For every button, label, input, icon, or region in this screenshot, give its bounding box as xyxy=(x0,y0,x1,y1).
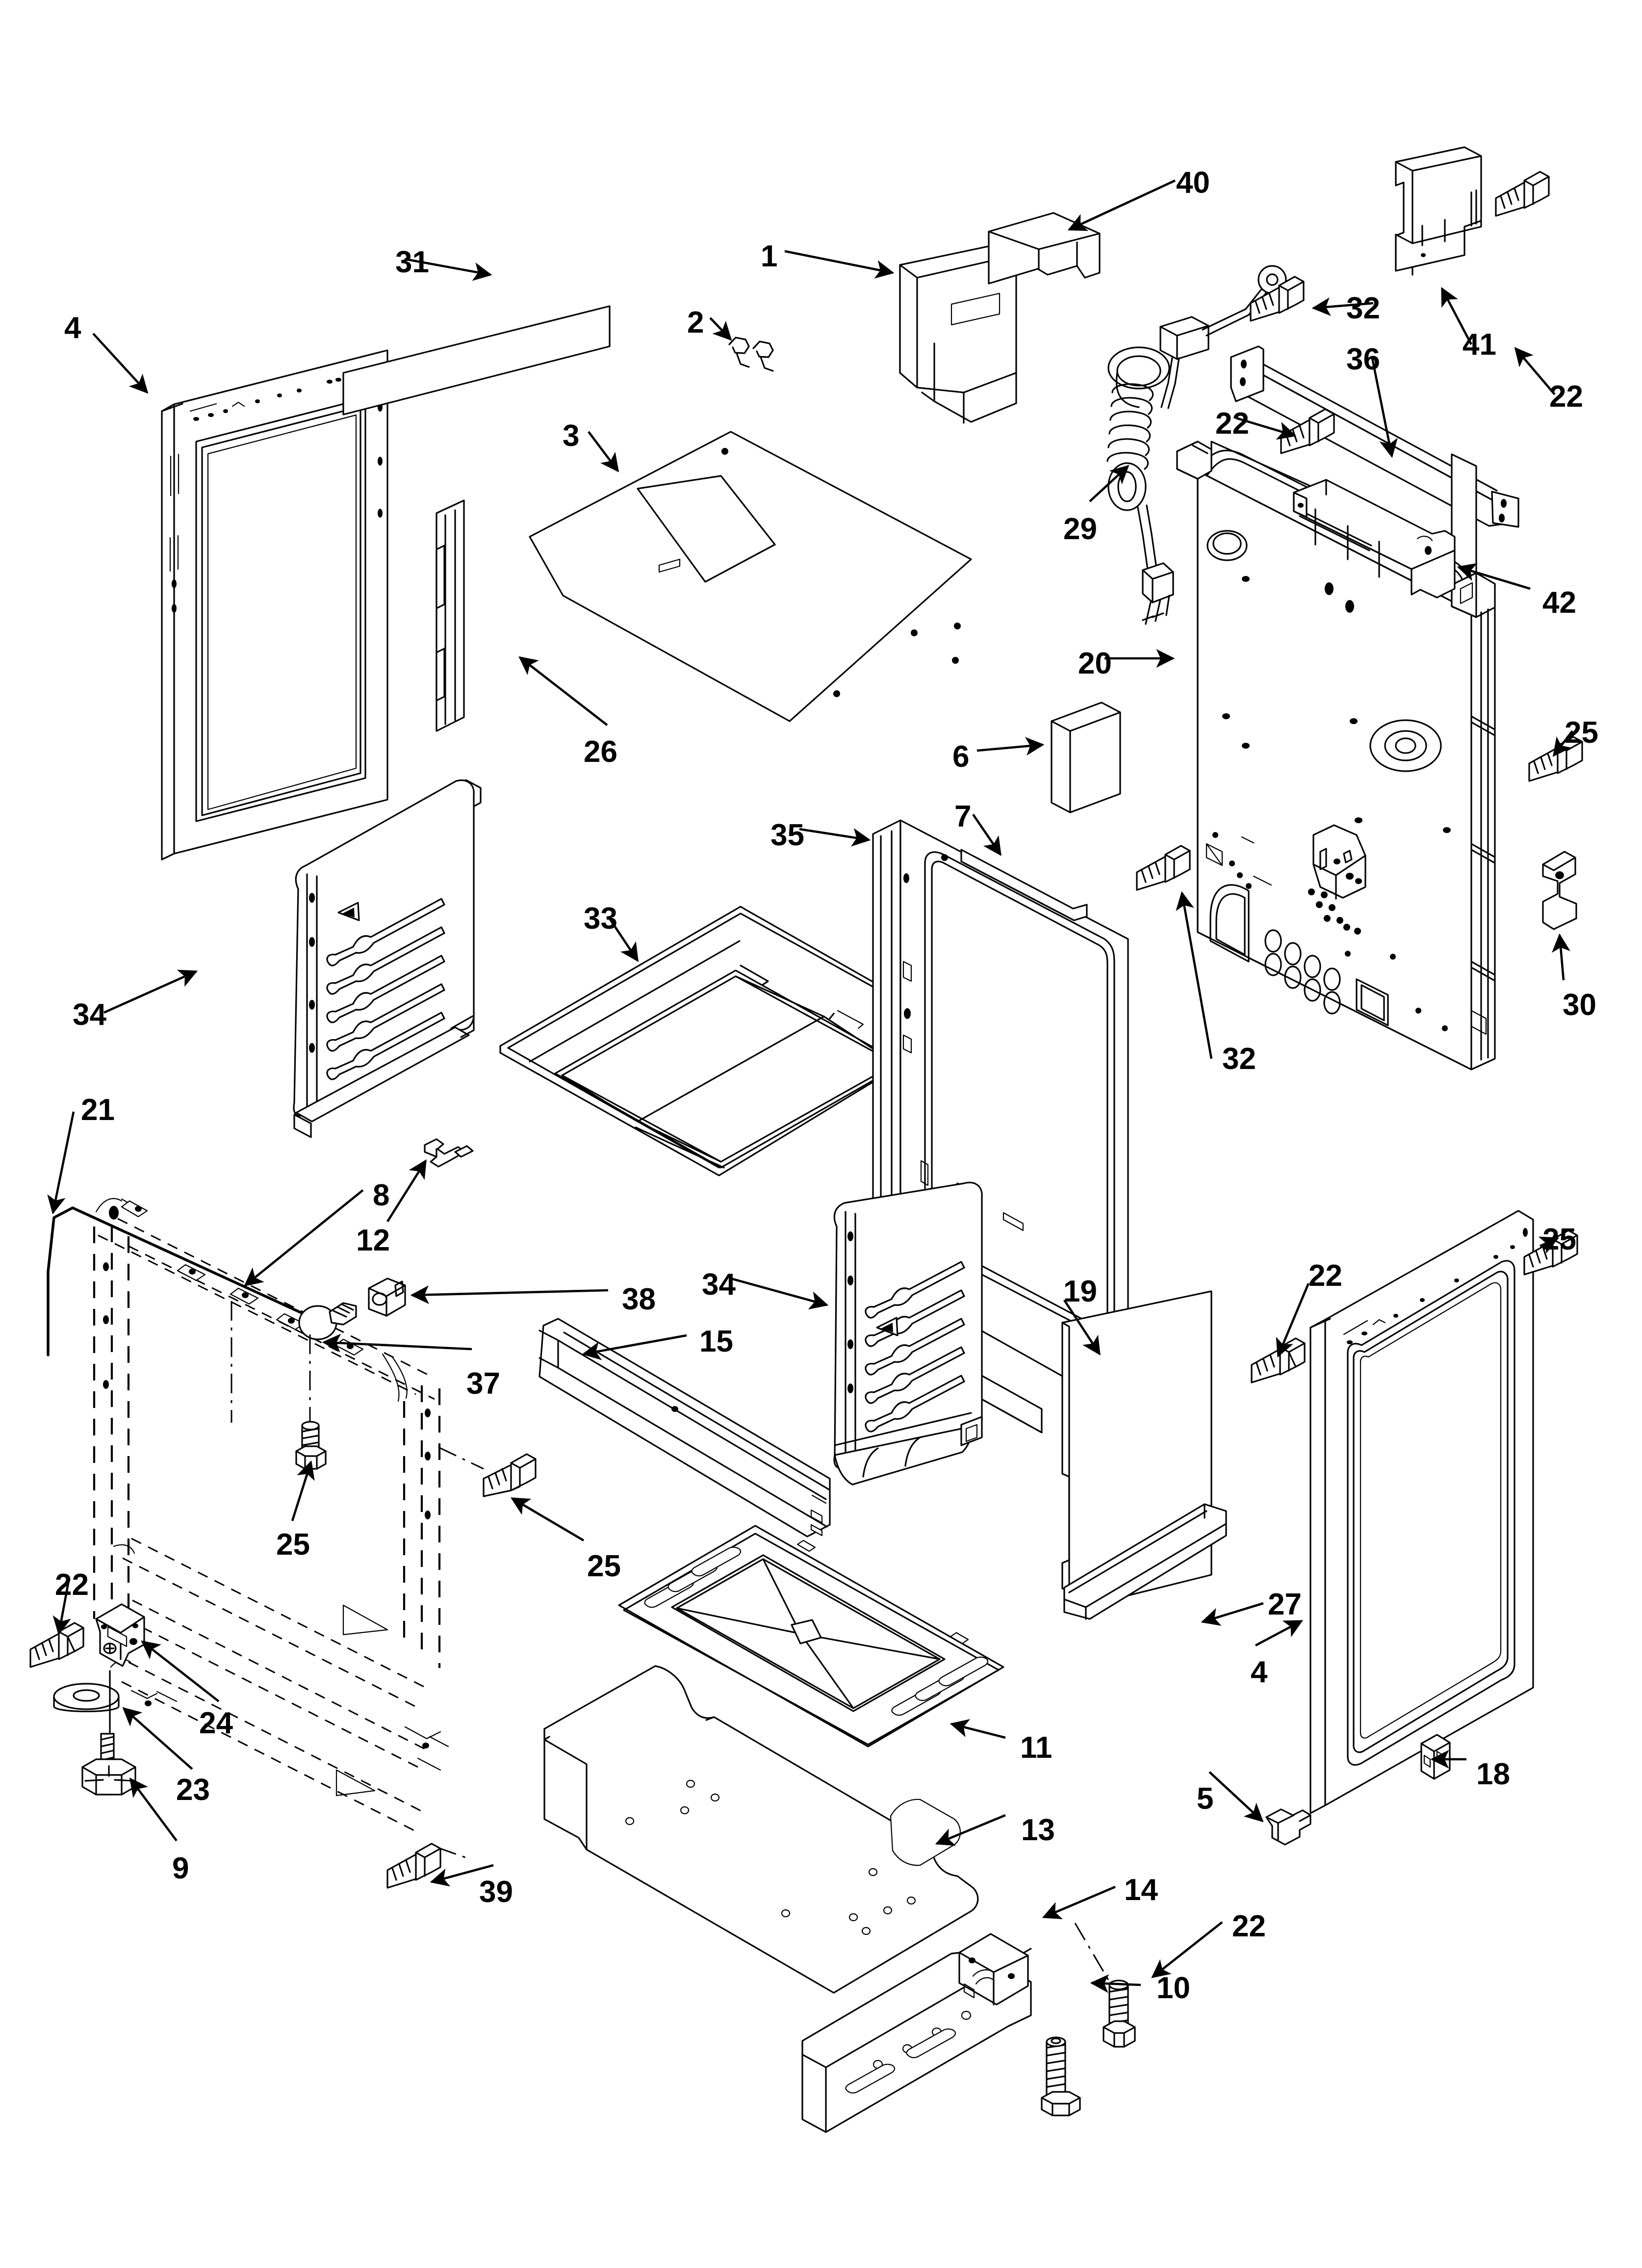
part-2-clips xyxy=(728,337,774,372)
screw-25-left-vertical xyxy=(295,1334,327,1470)
callout-14-bottom-front-rail: 14 xyxy=(1124,1873,1158,1907)
part-23-washer xyxy=(53,1683,120,1713)
callout-27-kickplate-rail: 27 xyxy=(1268,1588,1302,1621)
screw-22-bottom-left xyxy=(29,1622,84,1668)
part-30-retainer-clip xyxy=(1542,851,1577,930)
screw-22-upper-mid xyxy=(1280,408,1335,454)
callout-29-power-cord: 29 xyxy=(1063,512,1097,546)
callout-26-side-trim-strip: 26 xyxy=(584,735,617,769)
screw-39-ground xyxy=(386,1843,471,1889)
callout-25-screw-8-18x1-2: 25 xyxy=(1565,716,1598,750)
part-14-bottom-front-rail xyxy=(801,1933,1032,2133)
part-31-filler-strip xyxy=(342,305,611,416)
callout-6-insulation-block: 6 xyxy=(952,740,970,774)
screw-32-top xyxy=(1250,276,1305,322)
callout-10-spring-leveling-stud: 10 xyxy=(1156,1971,1190,2005)
screw-25-center xyxy=(438,1446,537,1497)
callout-22-screw-hex-head: 22 xyxy=(55,1568,89,1602)
callout-33-oven-bottom-panel: 33 xyxy=(584,902,617,936)
callout-36-rear-support-rail: 36 xyxy=(1346,342,1380,376)
part-34-heat-shield-right xyxy=(833,1181,983,1486)
callout-21-chassis-outline-ref: 21 xyxy=(81,1093,115,1127)
screw-22-top-right xyxy=(1495,171,1550,217)
callout-38-lamp-socket: 38 xyxy=(622,1282,656,1316)
callout-25-screw-8-18x1-2: 25 xyxy=(1542,1223,1576,1256)
part-20-rear-panel xyxy=(1176,441,1496,1070)
part-35-front-frame xyxy=(872,819,1129,1443)
callout-7-oven-cavity-liner-front: 7 xyxy=(954,800,972,834)
callout-23-leg-washer: 23 xyxy=(176,1773,210,1807)
callout-34-side-heat-shield-left: 34 xyxy=(73,998,106,1032)
part-42-terminal-bracket xyxy=(1293,479,1456,599)
callout-20-rear-chassis-panel: 20 xyxy=(1078,647,1112,680)
screw-22-right-mid xyxy=(1251,1337,1306,1383)
screw-32-mid xyxy=(1136,845,1191,891)
callout-2-clip-spring-pair: 2 xyxy=(687,306,704,339)
part-27-kickplate-rail xyxy=(1063,1503,1227,1620)
callout-32-screw-8-18x3-8: 32 xyxy=(1346,291,1380,325)
callout-25-screw-8-18x1-2: 25 xyxy=(276,1528,310,1562)
part-26-side-trim xyxy=(436,499,465,732)
part-11-vent-plate xyxy=(618,1525,1004,1747)
callout-37-oven-lamp-bulb: 37 xyxy=(466,1367,500,1401)
callout-11-bottom-vent-plate: 11 xyxy=(1020,1731,1052,1765)
part-8-harness-clip xyxy=(230,1287,259,1305)
callout-42-terminal-block-bracket: 42 xyxy=(1542,586,1576,620)
callout-8-wire-harness-clip: 8 xyxy=(373,1178,390,1212)
part-3-maintop xyxy=(529,431,972,722)
callout-39-screw-ground: 39 xyxy=(479,1875,513,1909)
callout-15-front-frame-rail: 15 xyxy=(699,1325,733,1358)
part-13-bottom-panel xyxy=(543,1665,979,1994)
part-24-leg-bracket xyxy=(95,1603,145,1667)
callout-19-rear-insulation-panel: 19 xyxy=(1063,1275,1097,1308)
screw-22-bottom-right xyxy=(1074,1923,1136,2048)
leader-lines xyxy=(47,179,1573,1993)
part-12-ground-clip xyxy=(424,1138,474,1168)
part-37-lamp-bulb xyxy=(298,1302,357,1340)
callout-24-leveling-leg-bracket: 24 xyxy=(199,1706,233,1740)
callout-34-side-heat-shield-right: 34 xyxy=(702,1268,736,1302)
callout-12-ground-clip: 12 xyxy=(356,1224,390,1257)
part-15-front-rail xyxy=(539,1318,831,1538)
callout-1-flue-vent-duct: 1 xyxy=(761,239,778,273)
callout-40-terminal-block-cover: 40 xyxy=(1176,166,1210,200)
callout-22-screw-hex-head: 22 xyxy=(1232,1909,1266,1943)
part-5-retaining-clip xyxy=(1265,1808,1311,1846)
callout-18-door-strike-bracket: 18 xyxy=(1476,1757,1510,1791)
callout-22-screw-hex-head: 22 xyxy=(1549,380,1583,414)
part-6-insulation-block xyxy=(1051,702,1121,813)
callout-22-screw-hex-head: 22 xyxy=(1215,407,1249,441)
callout-41-anti-tip-bracket: 41 xyxy=(1462,328,1496,362)
part-34-heat-shield-left xyxy=(293,779,482,1138)
callout-3-maintop-panel: 3 xyxy=(563,419,580,453)
callout-9-leveling-leg: 9 xyxy=(172,1851,189,1885)
part-4-door-panel-top-left xyxy=(161,349,388,860)
callout-30-retainer-clip: 30 xyxy=(1563,988,1596,1022)
callout-32-screw-8-18x3-8: 32 xyxy=(1222,1042,1256,1076)
callout-25-screw-8-18x1-2: 25 xyxy=(587,1549,621,1583)
callout-4-oven-door-outer-panel: 4 xyxy=(1251,1655,1268,1689)
part-10-spring-stud xyxy=(1041,2036,1081,2116)
callout-4-oven-door-outer-panel: 4 xyxy=(64,311,81,345)
part-38-lamp-socket xyxy=(368,1277,406,1317)
part-4-door-panel-right xyxy=(1309,1210,1534,1814)
callout-5-retaining-clip: 5 xyxy=(1197,1782,1214,1816)
part-41-bracket xyxy=(1395,146,1482,276)
part-18-strike-bracket xyxy=(1420,1734,1451,1780)
callout-13-bottom-panel: 13 xyxy=(1021,1813,1055,1847)
callout-22-screw-hex-head: 22 xyxy=(1308,1259,1342,1293)
callout-31-trim-filler-strip: 31 xyxy=(395,245,429,279)
callout-35-oven-front-frame: 35 xyxy=(770,818,804,852)
